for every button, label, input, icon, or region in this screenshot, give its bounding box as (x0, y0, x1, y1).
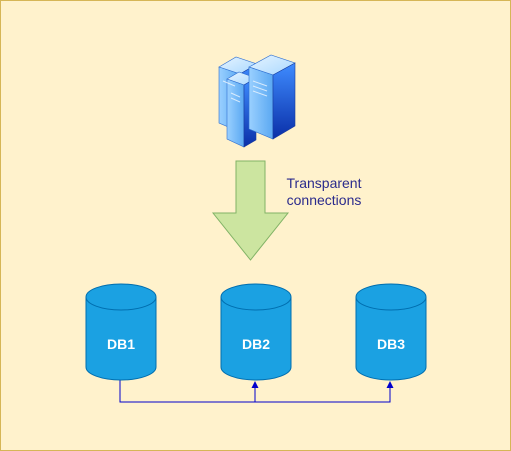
database-db1: DB1 (85, 283, 157, 381)
database-db2: DB2 (220, 283, 292, 381)
connector-arrowhead-db2 (251, 381, 259, 388)
database-label-db1: DB1 (107, 336, 135, 352)
arrow-label-line-1: Transparent (287, 175, 362, 191)
connector-arrowhead-db3 (386, 381, 394, 388)
database-label-db3: DB3 (377, 336, 405, 352)
connector-db1-db3 (255, 387, 391, 403)
database-connectors (119, 380, 394, 403)
database-db3: DB3 (355, 283, 427, 381)
transparent-connections-arrow (211, 160, 290, 261)
arrow-label-line-2: connections (287, 192, 362, 208)
server-cluster-icon (218, 54, 296, 148)
database-label-db2: DB2 (242, 336, 270, 352)
connector-db1-db2 (119, 380, 256, 403)
